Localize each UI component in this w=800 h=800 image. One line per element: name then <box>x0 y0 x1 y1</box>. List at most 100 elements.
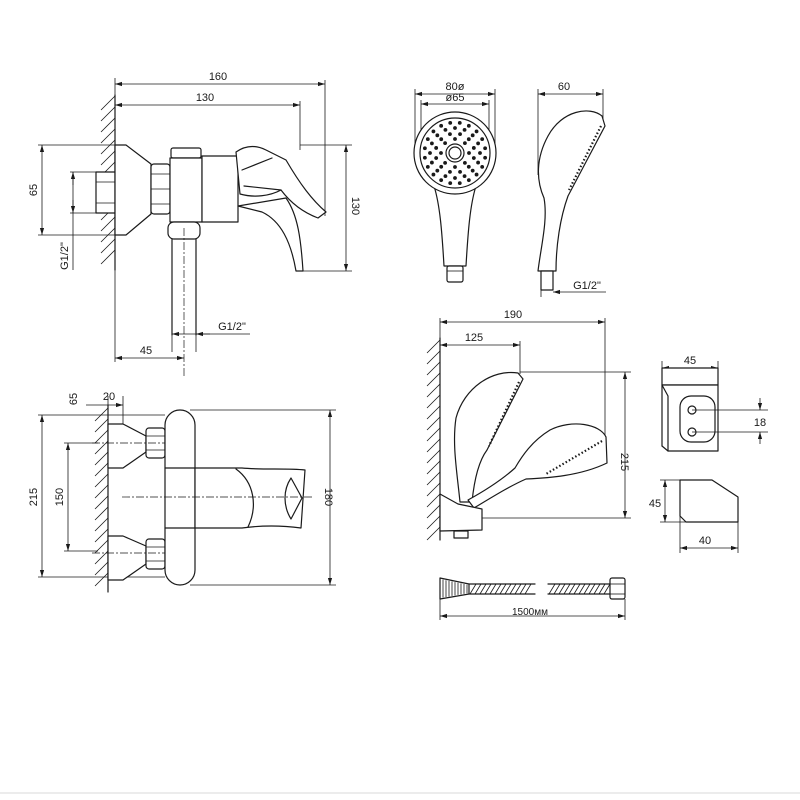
hand-shower-connector <box>540 270 554 291</box>
lever-grip-cutout <box>284 477 303 520</box>
spray-hole <box>474 129 479 134</box>
dim-projection-label: 190 <box>504 309 522 321</box>
spray-hole <box>463 141 467 146</box>
spray-hole <box>448 181 453 186</box>
spray-hole <box>443 141 447 146</box>
spray-hole <box>476 141 480 146</box>
mixer-body-cap <box>170 147 202 159</box>
mixer-lever <box>235 145 327 219</box>
spray-hole <box>431 172 436 177</box>
shower-set-view: 190 125 215 <box>426 309 631 541</box>
dim-flange-depth-label: 65 <box>68 393 80 405</box>
lever-ridge <box>241 157 273 171</box>
holder-edge <box>661 445 669 452</box>
dim-lever-height-label: 130 <box>349 197 361 215</box>
dim-outlet-offset-label: 45 <box>140 345 152 357</box>
spray-hole <box>431 129 436 134</box>
spray-hole <box>439 178 444 183</box>
dim-depth-label: 60 <box>558 81 570 93</box>
wall-holder <box>439 493 483 532</box>
dim-body-height-label: 180 <box>322 488 334 506</box>
dim-overall-height-label: 215 <box>28 488 40 506</box>
holder-side-profile <box>679 479 739 523</box>
spray-hole <box>466 137 471 142</box>
mixer-cartridge-housing <box>201 155 239 223</box>
dim-head-inner-label: ø65 <box>446 92 465 104</box>
dim-length-label: 1500мм <box>512 607 548 618</box>
hose-nut <box>609 577 626 600</box>
mixer-lever-front <box>194 467 306 529</box>
shower-head-face <box>419 117 491 189</box>
hand-shower-connector <box>446 265 464 283</box>
dim-holder-offset-label: 125 <box>465 332 483 344</box>
inlet-connector <box>95 171 116 214</box>
hose-view: 1500мм <box>439 577 626 620</box>
hose-cone-fitting <box>439 577 470 600</box>
spray-hole <box>480 164 485 169</box>
dim-centers-label: 150 <box>54 488 66 506</box>
dim-overall-depth-label: 160 <box>209 71 227 83</box>
spray-hole <box>439 137 444 142</box>
mixer-body-front <box>164 409 196 586</box>
dim-thread-label: G1/2" <box>573 280 601 292</box>
spray-hole <box>443 127 448 132</box>
dim-flange-height-label: 65 <box>28 184 40 196</box>
wall-flange <box>114 144 152 236</box>
spray-hole <box>474 172 479 177</box>
dim-depth-label: 40 <box>699 535 711 547</box>
spray-hole <box>480 137 485 142</box>
hose-braid-hatching <box>469 583 532 595</box>
spray-hole <box>430 141 434 146</box>
spray-hole <box>443 161 447 165</box>
spray-hole <box>457 181 462 186</box>
lever-ridge <box>243 185 282 191</box>
mixer-front-view: 20 65 215 150 180 <box>28 391 336 593</box>
spray-hole <box>453 137 457 141</box>
spray-face <box>488 381 520 447</box>
docked-shower-profile <box>453 371 524 503</box>
dim-wall-thread-label: G1/2" <box>59 242 71 270</box>
hand-shower-front-view: 80ø ø65 <box>413 81 497 283</box>
spray-hole <box>448 132 452 137</box>
handheld-shower-profile <box>467 423 608 509</box>
spray-hole <box>428 151 432 155</box>
spray-holes <box>422 120 488 186</box>
spray-hole <box>434 156 439 160</box>
holder-connector <box>453 530 469 539</box>
spray-hole <box>422 155 427 160</box>
spray-hole <box>466 164 471 169</box>
spray-hole <box>439 164 444 169</box>
spray-hole <box>466 178 471 183</box>
spray-hole <box>463 161 467 165</box>
hand-shower-profile <box>537 110 606 272</box>
spray-hole <box>470 168 475 173</box>
holder-front-view: 45 18 <box>661 355 768 452</box>
dim-head-outer-label: 80ø <box>446 81 465 93</box>
shower-head-center-inner <box>448 146 462 160</box>
spray-hole <box>458 169 462 174</box>
lever-stem <box>237 197 304 272</box>
spray-hole <box>439 151 443 155</box>
spray-hole <box>476 160 480 165</box>
spray-hole <box>462 127 467 132</box>
spray-hole <box>448 169 452 174</box>
cone-fitting-hatching <box>442 579 468 598</box>
spray-hole <box>425 164 430 169</box>
bottom-flange <box>107 535 147 581</box>
spray-hole <box>478 151 482 155</box>
spray-hole <box>453 176 457 180</box>
spray-hole <box>439 123 444 128</box>
spray-hole <box>425 137 430 142</box>
spray-hole <box>453 165 457 169</box>
spray-hole <box>458 132 462 137</box>
holder-top-plate <box>661 367 719 386</box>
spray-hole <box>435 133 440 138</box>
dim-height-label: 215 <box>618 453 630 471</box>
spray-hole <box>435 168 440 173</box>
spray-hole <box>443 174 448 179</box>
hand-shower-side-view: 60 G1/2" <box>537 81 606 297</box>
spray-hole <box>466 123 471 128</box>
spray-hole <box>471 156 476 160</box>
mixer-side-view: 160 130 65 130 G1/2" 45 G1/2" <box>28 71 361 378</box>
